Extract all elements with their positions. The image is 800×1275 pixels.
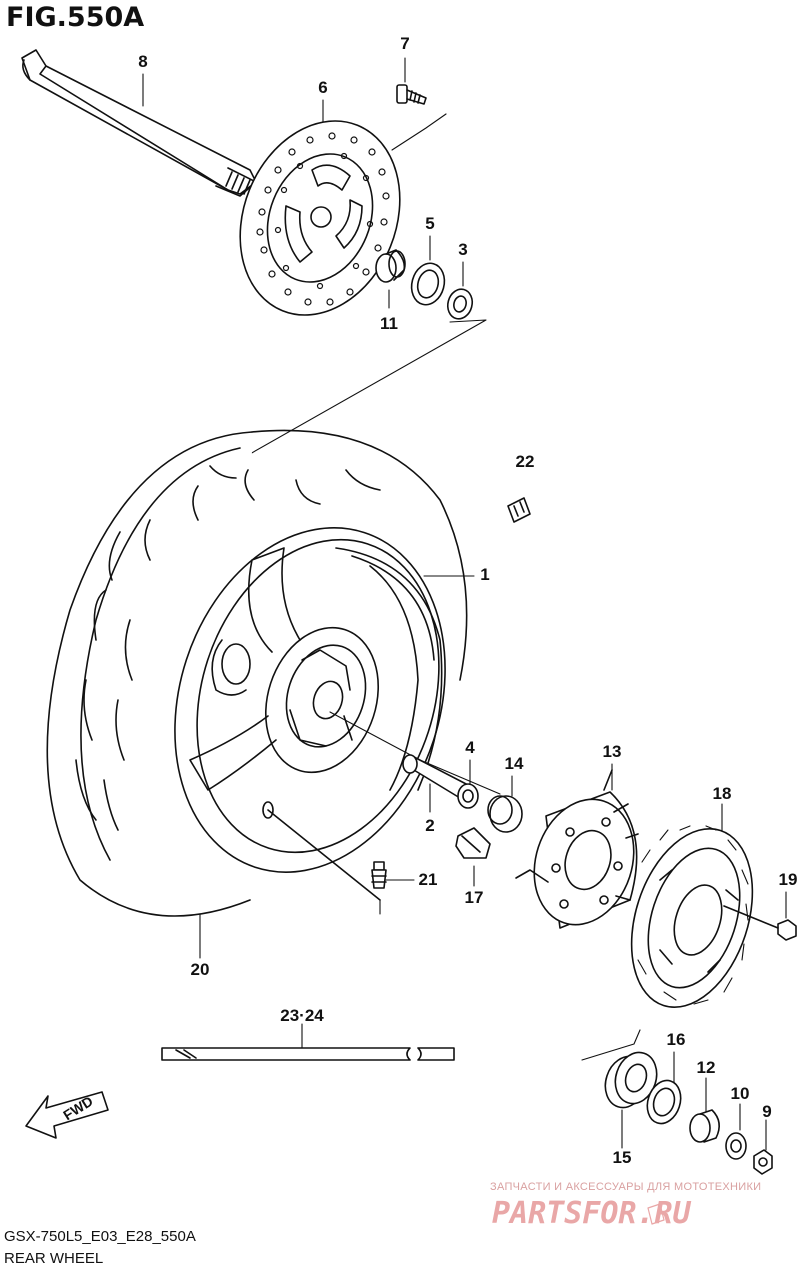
oil-seal-part <box>410 262 446 306</box>
callout-18: 18 <box>712 784 732 803</box>
watermark-brand: PARTSFOR.RU <box>492 1196 691 1231</box>
callout-14: 14 <box>504 754 524 773</box>
callout-2: 2 <box>425 816 435 835</box>
callout-17: 17 <box>464 888 484 907</box>
sprocket-spacer-part <box>689 1109 720 1143</box>
callout-16: 16 <box>666 1030 686 1049</box>
figure-code: GSX-750L5_E03_E28_550A <box>4 1228 196 1245</box>
valve-cap-part <box>507 497 531 523</box>
callout-12: 12 <box>696 1058 716 1077</box>
rear-sprocket-part <box>630 825 754 1008</box>
leader-lines-upper <box>142 57 487 506</box>
balance-weight-part <box>161 1047 455 1061</box>
callout-9: 9 <box>762 1102 772 1121</box>
callout-7: 7 <box>400 34 410 53</box>
callout-4: 4 <box>465 738 475 757</box>
brake-disc-part <box>239 120 401 316</box>
callout-23-24: 23·24 <box>280 1006 324 1025</box>
callout-22: 22 <box>515 452 535 471</box>
watermark-bolt-icon <box>647 1203 665 1225</box>
forward-arrow-icon <box>25 1091 109 1139</box>
disc-side-spacer-part <box>375 249 406 283</box>
callout-3: 3 <box>458 240 468 259</box>
callout-15: 15 <box>612 1148 632 1167</box>
callout-11: 11 <box>380 314 398 333</box>
bolt-part <box>396 84 427 105</box>
washer-part <box>725 1132 747 1160</box>
collar-part <box>487 795 523 833</box>
sprocket-mount-part <box>515 769 639 929</box>
figure-title: FIG.550A <box>6 2 145 33</box>
wheel-rim-part <box>174 527 446 901</box>
callout-13: 13 <box>602 742 622 761</box>
callout-5: 5 <box>425 214 435 233</box>
callout-21: 21 <box>418 870 438 889</box>
oil-seal-part-2 <box>646 1079 682 1125</box>
bearing-part <box>446 288 474 320</box>
callout-6: 6 <box>318 78 328 97</box>
valve-part <box>371 861 387 889</box>
axle-part <box>21 49 257 197</box>
damper-part <box>455 827 491 859</box>
nut-part <box>723 905 797 941</box>
bearing-part-2 <box>457 783 479 809</box>
hub-spacer-part <box>402 754 471 799</box>
axle-nut-part <box>753 1149 773 1175</box>
figure-caption: REAR WHEEL <box>4 1250 104 1267</box>
callout-10: 10 <box>730 1084 750 1103</box>
callout-1: 1 <box>480 565 490 584</box>
watermark-tagline: ЗАПЧАСТИ И АКСЕССУАРЫ ДЛЯ МОТОТЕХНИКИ <box>490 1181 762 1193</box>
callout-20: 20 <box>190 960 210 979</box>
callout-8: 8 <box>138 52 148 71</box>
callout-19: 19 <box>778 870 798 889</box>
bearing-part-3 <box>604 1051 658 1109</box>
